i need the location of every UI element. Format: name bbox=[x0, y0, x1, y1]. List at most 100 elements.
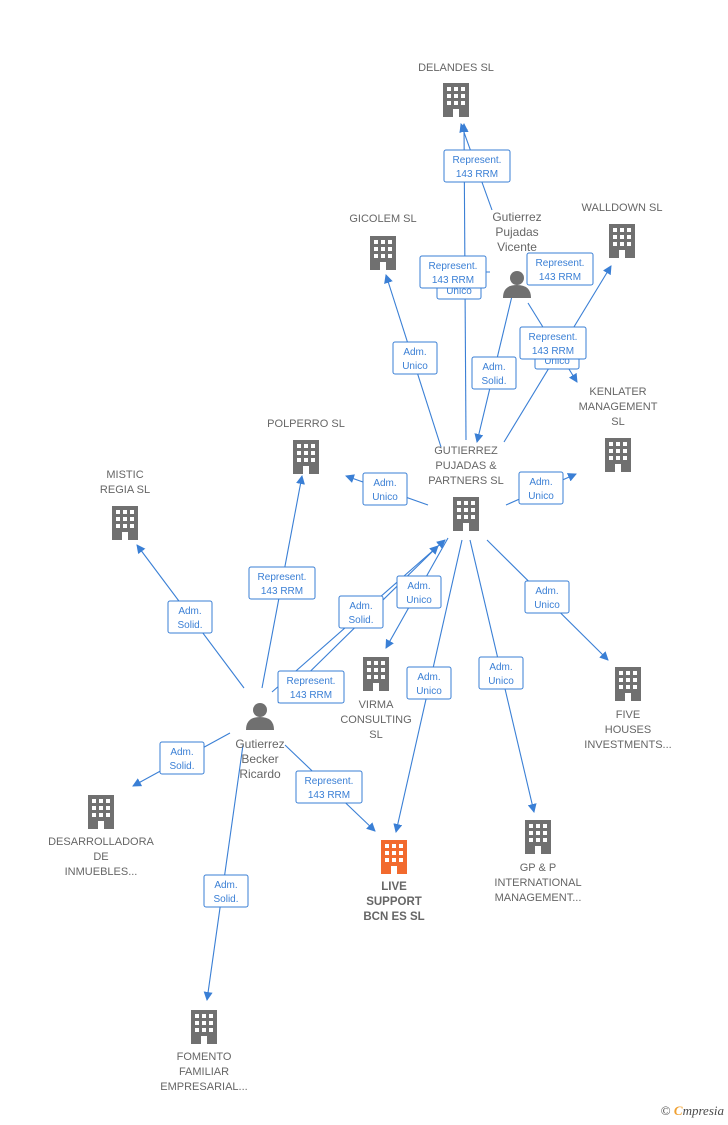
relation-label-line: Represent. bbox=[258, 572, 307, 583]
relation-label-line: Unico bbox=[446, 286, 472, 297]
node-label-line: Ricardo bbox=[239, 767, 281, 781]
relation-label-line: Solid. bbox=[348, 615, 373, 626]
relation-label-line: Adm. bbox=[407, 581, 430, 592]
node-gpp[interactable]: GUTIERREZ PUJADAS & PARTNERS SL bbox=[428, 445, 504, 531]
building-icon bbox=[293, 440, 319, 474]
relation-label[interactable]: Adm. Unico bbox=[392, 341, 438, 375]
relation-label[interactable]: Adm. Unico bbox=[524, 580, 570, 614]
empresia-logo[interactable]: © Cmpresia bbox=[661, 1103, 724, 1119]
node-gicolem[interactable]: GICOLEM SL bbox=[349, 213, 417, 270]
relation-label-line: 143 RRM bbox=[432, 275, 474, 286]
relation-label-line: Represent. bbox=[453, 155, 502, 166]
node-label-line: GICOLEM SL bbox=[349, 213, 416, 225]
relation-label-line: Represent. bbox=[536, 258, 585, 269]
node-label-line: SUPPORT bbox=[366, 896, 422, 908]
relation-label-line: Unico bbox=[534, 600, 560, 611]
copyright-icon: © bbox=[660, 1103, 671, 1118]
node-label-line: BCN ES SL bbox=[363, 911, 424, 923]
brand-logo-letter: C bbox=[673, 1103, 683, 1118]
node-five[interactable]: FIVEHOUSESINVESTMENTS... bbox=[584, 667, 672, 751]
relation-label-line: Adm. bbox=[214, 880, 237, 891]
relation-label[interactable]: Represent. 143 RRM bbox=[277, 670, 345, 704]
node-label-line: INMUEBLES... bbox=[65, 866, 138, 878]
node-label-line: Gutierrez bbox=[235, 737, 284, 751]
relation-label-line: Adm. bbox=[403, 347, 426, 358]
building-icon bbox=[88, 795, 114, 829]
node-gp[interactable]: GP & P INTERNATIONAL MANAGEMENT... bbox=[494, 820, 582, 904]
relation-label-line: 143 RRM bbox=[532, 346, 574, 357]
relation-label[interactable]: Adm.Solid. bbox=[338, 595, 384, 629]
relation-label-line: Adm. bbox=[373, 478, 396, 489]
relation-label[interactable]: Adm. Solid. bbox=[167, 600, 213, 634]
relation-label[interactable]: Represent.143 RRM bbox=[248, 566, 316, 600]
node-label-line: Gutierrez bbox=[492, 210, 541, 224]
relation-label[interactable]: Represent. 143 RRM bbox=[519, 326, 587, 360]
node-label-line: CONSULTING bbox=[340, 714, 411, 726]
relation-label-line: 143 RRM bbox=[290, 690, 332, 701]
relation-label-line: Unico bbox=[372, 492, 398, 503]
node-label-line: PUJADAS & bbox=[435, 460, 497, 472]
node-label-line: GUTIERREZ bbox=[434, 445, 498, 457]
relation-label[interactable]: Adm.Solid. bbox=[471, 356, 517, 390]
relation-label-line: Unico bbox=[488, 676, 514, 687]
building-icon bbox=[112, 506, 138, 540]
node-label-line: MANAGEMENT... bbox=[495, 892, 582, 904]
building-icon bbox=[609, 224, 635, 258]
relation-label[interactable]: Adm. Unico bbox=[362, 472, 408, 506]
relation-label-line: 143 RRM bbox=[539, 272, 581, 283]
node-label-line: PARTNERS SL bbox=[428, 475, 503, 487]
relation-label-line: Adm. bbox=[178, 606, 201, 617]
node-live[interactable]: LIVE SUPPORT BCN ES SL bbox=[363, 840, 425, 923]
building-icon bbox=[370, 236, 396, 270]
relation-label-line: Represent. bbox=[529, 332, 578, 343]
relation-label-line: Adm. bbox=[489, 662, 512, 673]
relation-label[interactable]: Represent. 143 RRM bbox=[443, 149, 511, 183]
relation-label[interactable]: Represent. 143 RRM bbox=[526, 252, 594, 286]
node-label-line: LIVE bbox=[381, 881, 407, 893]
node-desarrolladora[interactable]: DESARROLLADORADEINMUEBLES... bbox=[48, 795, 155, 878]
node-label-line: Becker bbox=[241, 752, 278, 766]
building-icon bbox=[381, 840, 407, 874]
node-label-line: SL bbox=[369, 729, 382, 741]
node-label-line: MANAGEMENT bbox=[579, 401, 658, 413]
relation-label-line: Adm. bbox=[417, 672, 440, 683]
node-label-line: DELANDES SL bbox=[418, 62, 494, 74]
node-label-line: INTERNATIONAL bbox=[494, 877, 581, 889]
node-fomento[interactable]: FOMENTOFAMILIAREMPRESARIAL... bbox=[160, 1010, 248, 1093]
node-label-line: SL bbox=[611, 416, 624, 428]
node-label-line: INVESTMENTS... bbox=[584, 739, 671, 751]
relation-label[interactable]: Represent.143 RRM bbox=[295, 770, 363, 804]
node-label-line: HOUSES bbox=[605, 724, 651, 736]
relation-label[interactable]: Adm.Unico bbox=[396, 575, 442, 609]
relation-label-line: Solid. bbox=[177, 620, 202, 631]
node-label-line: GP & P bbox=[520, 862, 556, 874]
relation-label-line: Adm. bbox=[529, 477, 552, 488]
node-label-line: DESARROLLADORA bbox=[48, 836, 154, 848]
node-walldown[interactable]: WALLDOWN SL bbox=[582, 202, 663, 258]
relation-label-line: Solid. bbox=[169, 761, 194, 772]
relation-label-line: Adm. bbox=[535, 586, 558, 597]
relation-label-line: Unico bbox=[528, 491, 554, 502]
node-delandes[interactable]: DELANDES SL bbox=[418, 62, 494, 117]
node-label-line: WALLDOWN SL bbox=[582, 202, 663, 214]
relation-label[interactable]: Adm. Unico bbox=[518, 471, 564, 505]
relation-label-line: Represent. bbox=[287, 676, 336, 687]
relation-label[interactable]: Adm. Unico bbox=[478, 656, 524, 690]
relation-label-line: Unico bbox=[402, 361, 428, 372]
node-label-line: REGIA SL bbox=[100, 484, 150, 496]
relation-label[interactable]: Adm.Unico bbox=[406, 666, 452, 700]
relation-label[interactable]: Represent.143 RRM bbox=[419, 255, 487, 289]
node-polperro[interactable]: POLPERRO SL bbox=[267, 418, 345, 474]
building-icon bbox=[453, 497, 479, 531]
relation-label-line: 143 RRM bbox=[456, 169, 498, 180]
relation-label[interactable]: Adm.Solid. bbox=[203, 874, 249, 908]
relation-label[interactable]: Adm.Solid. bbox=[159, 741, 205, 775]
person-icon bbox=[246, 703, 274, 730]
relation-label-line: Unico bbox=[544, 356, 570, 367]
building-icon bbox=[443, 83, 469, 117]
